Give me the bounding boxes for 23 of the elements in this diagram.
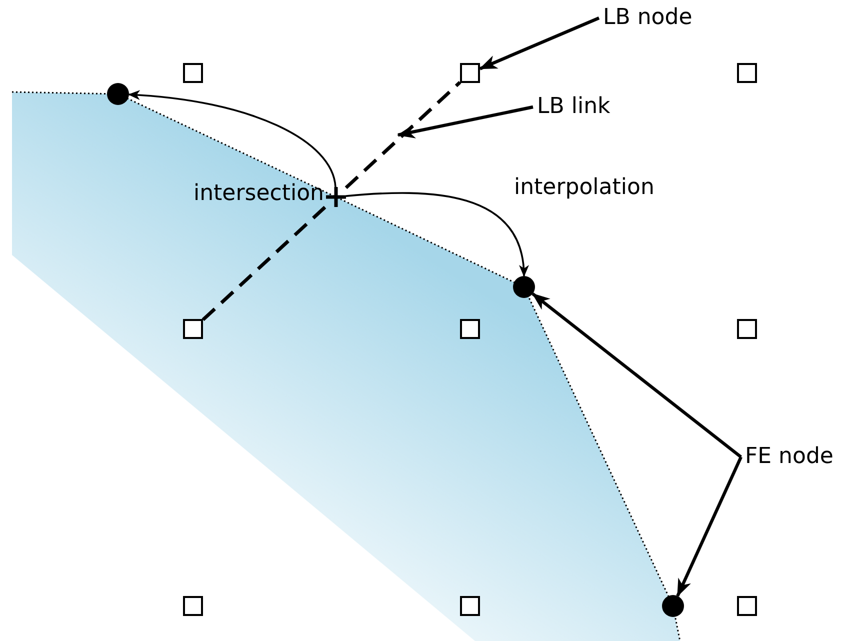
lattice-node-square <box>183 63 203 83</box>
callout-label: LB node <box>603 4 692 32</box>
lattice-node-square <box>737 319 757 339</box>
leader-arrow <box>532 292 742 458</box>
lattice-node-square <box>183 596 203 616</box>
leader-arrow <box>479 16 600 70</box>
lattice-node-square <box>183 319 203 339</box>
leader-arrow <box>676 456 742 597</box>
callout-label: LB link <box>537 93 610 121</box>
curved-arrow <box>346 192 528 277</box>
lb-link-line <box>344 80 462 190</box>
lb-link-line <box>202 204 328 322</box>
fe-node-dot <box>107 83 129 105</box>
leader-arrow <box>397 105 534 138</box>
lattice-node-square <box>460 596 480 616</box>
fe-node-dot <box>513 276 535 298</box>
callout-label: FE node <box>745 443 834 471</box>
lattice-node-square <box>737 63 757 83</box>
lattice-node-square <box>460 319 480 339</box>
intersection-label: intersection <box>194 180 324 208</box>
lattice-node-square <box>460 63 480 83</box>
curved-arrow <box>128 90 336 188</box>
lattice-node-square <box>737 596 757 616</box>
